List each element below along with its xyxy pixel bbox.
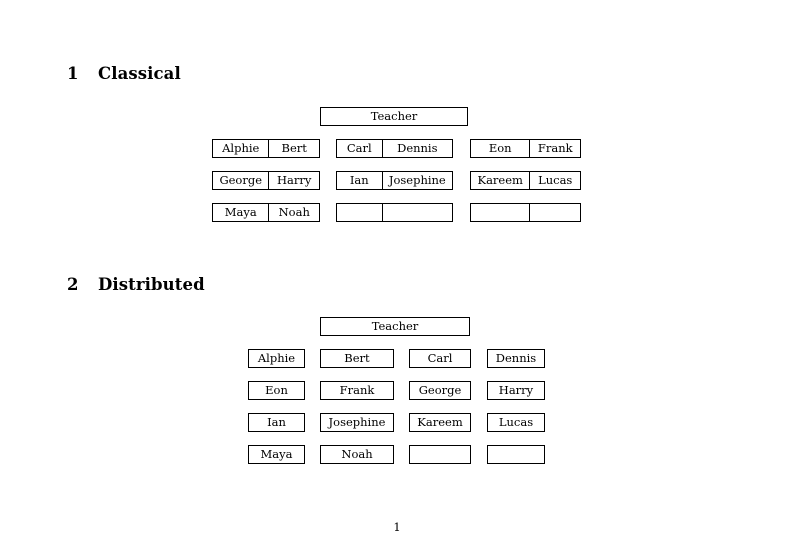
student-cell: Josephine [381, 172, 452, 189]
student-box: Josephine [320, 413, 394, 432]
student-box: Noah [320, 445, 394, 464]
student-group: Kareem Lucas [470, 171, 581, 190]
student-group: Ian Josephine [336, 171, 453, 190]
student-box: Harry [487, 381, 545, 400]
student-cell: Eon [488, 140, 512, 155]
student-cell: Carl [346, 140, 372, 155]
student-cell-empty [337, 204, 382, 221]
student-group: Carl Dennis [336, 139, 453, 158]
section-title: Distributed [98, 275, 205, 294]
student-group: Maya Noah [212, 203, 320, 222]
student-group: George Harry [212, 171, 320, 190]
student-box: Maya [248, 445, 305, 464]
section-number: 1 [67, 64, 79, 83]
student-cell: Lucas [529, 172, 580, 189]
student-group-empty [470, 203, 581, 222]
student-cell-empty [471, 204, 529, 221]
student-box: Alphie [248, 349, 305, 368]
student-box-empty [487, 445, 545, 464]
student-cell: Bert [268, 140, 319, 157]
student-group: Alphie Bert [212, 139, 320, 158]
section-number: 2 [67, 275, 79, 294]
student-cell: Ian [349, 172, 369, 187]
student-group-empty [336, 203, 453, 222]
student-cell: Maya [224, 204, 257, 219]
student-box: Frank [320, 381, 394, 400]
student-box-empty [409, 445, 471, 464]
student-cell: Harry [268, 172, 319, 189]
student-box: Ian [248, 413, 305, 432]
teacher-box-distributed: Teacher [320, 317, 470, 336]
student-cell: Kareem [477, 172, 523, 187]
student-box: Bert [320, 349, 394, 368]
section-heading-distributed: 2 Distributed [67, 275, 205, 294]
student-cell-empty [529, 204, 580, 221]
teacher-box-classical: Teacher [320, 107, 468, 126]
page-number: 1 [393, 520, 401, 534]
student-box: George [409, 381, 471, 400]
student-cell: Frank [529, 140, 580, 157]
student-box: Eon [248, 381, 305, 400]
student-box: Lucas [487, 413, 545, 432]
student-cell: Alphie [222, 140, 260, 155]
teacher-label: Teacher [370, 108, 418, 123]
student-cell-empty [381, 204, 452, 221]
section-heading-classical: 1 Classical [67, 64, 181, 83]
student-box: Kareem [409, 413, 471, 432]
student-group: Eon Frank [470, 139, 581, 158]
section-title: Classical [98, 64, 181, 83]
student-box: Dennis [487, 349, 545, 368]
student-box: Carl [409, 349, 471, 368]
student-cell: Noah [268, 204, 319, 221]
student-cell: Dennis [381, 140, 452, 157]
student-cell: George [219, 172, 263, 187]
